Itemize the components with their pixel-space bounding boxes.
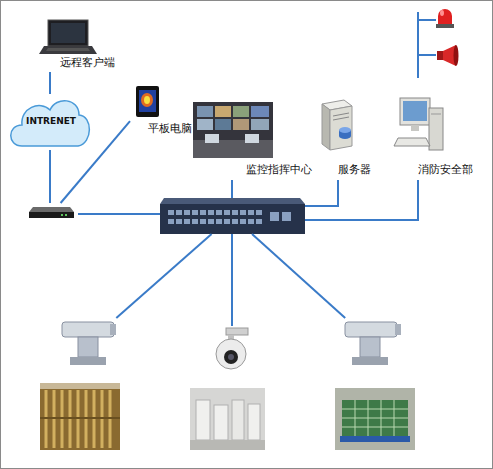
device-label: 监控指挥中心 [246, 163, 312, 176]
tablet-icon [136, 86, 159, 117]
server-node: 服务器 [315, 98, 373, 180]
pc-node: 消防安全部 [395, 92, 477, 180]
cargo-photo [335, 388, 415, 450]
camera-node [343, 318, 403, 368]
camera-icon [345, 322, 401, 365]
camera-node [212, 326, 252, 372]
server-icon [322, 100, 352, 150]
tablet-node: 平板电脑 [130, 82, 196, 136]
network-link [61, 121, 130, 203]
alarm-devices [418, 9, 459, 78]
monitoring-node: 监控指挥中心 [190, 100, 314, 180]
tobacco-photo [40, 383, 120, 450]
warehouse-photo [190, 388, 265, 450]
network-link [49, 72, 51, 94]
camera-icon [62, 322, 116, 365]
network-link [116, 234, 211, 318]
device-label: INTRENET [10, 115, 92, 128]
router-icon [29, 207, 74, 218]
network-link [305, 180, 338, 206]
device-label: 远程客户端 [60, 56, 115, 69]
laptop-node: 远程客户端 [38, 16, 118, 72]
camera-node [58, 318, 118, 368]
pc-icon [394, 98, 443, 150]
network-link [305, 180, 418, 220]
network-link [231, 180, 233, 198]
switch-icon [160, 198, 305, 234]
router-node [28, 203, 78, 221]
device-label: 平板电脑 [148, 122, 192, 135]
device-label: 服务器 [338, 163, 371, 176]
cloud-node: INTRENET [10, 94, 92, 150]
device-label: 消防安全部 [418, 163, 473, 176]
network-link [252, 234, 345, 318]
switch-node [160, 198, 305, 234]
monitoring-room-photo [193, 102, 273, 158]
laptop-icon [39, 20, 97, 54]
network-link [231, 234, 233, 326]
network-link [78, 213, 160, 215]
dome-camera-icon [216, 328, 248, 369]
network-link [49, 150, 51, 203]
